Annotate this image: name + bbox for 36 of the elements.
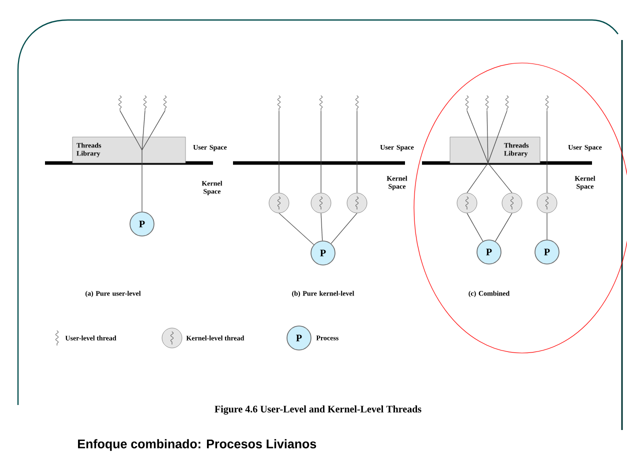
kernel-thread-icon [346, 192, 368, 214]
connector-line [488, 162, 512, 194]
connector-line [330, 212, 358, 244]
connector-line [466, 110, 488, 164]
user-thread-icon [465, 95, 469, 111]
connector-line [546, 212, 548, 240]
user-thread-icon [505, 95, 509, 111]
user-thread-icon [163, 95, 167, 111]
user-thread-icon [319, 95, 323, 111]
slide-title: Enfoque combinado: Procesos Livianos [78, 439, 316, 451]
user-thread-icon [118, 95, 122, 111]
connector-line [356, 110, 358, 194]
kernel-thread-icon [456, 192, 478, 214]
kernel-thread-icon [502, 192, 522, 214]
connector-line [120, 110, 142, 150]
connector-line [486, 110, 488, 164]
connector-line [466, 162, 488, 194]
connector-line [488, 110, 508, 164]
user-thread-icon [485, 95, 489, 111]
connector-line [466, 212, 484, 242]
connector-line [278, 110, 280, 194]
connector-line [142, 110, 166, 150]
user-thread-icon [545, 95, 549, 111]
connector-line [320, 212, 323, 241]
connector-line [546, 110, 548, 194]
user-thread-icon [277, 95, 281, 111]
kernel-thread-icon [310, 192, 332, 214]
kernel-thread-icon [536, 192, 558, 214]
user-thread-icon [143, 95, 147, 111]
connector-line [278, 212, 314, 245]
figure-caption: Figure 4.6 User-Level and Kernel-Level Threads [214, 405, 422, 415]
connector-line [495, 212, 512, 242]
kernel-thread-icon [268, 192, 290, 214]
user-thread-icon [355, 95, 359, 111]
connector-line [320, 110, 322, 194]
connector-line [142, 110, 146, 150]
